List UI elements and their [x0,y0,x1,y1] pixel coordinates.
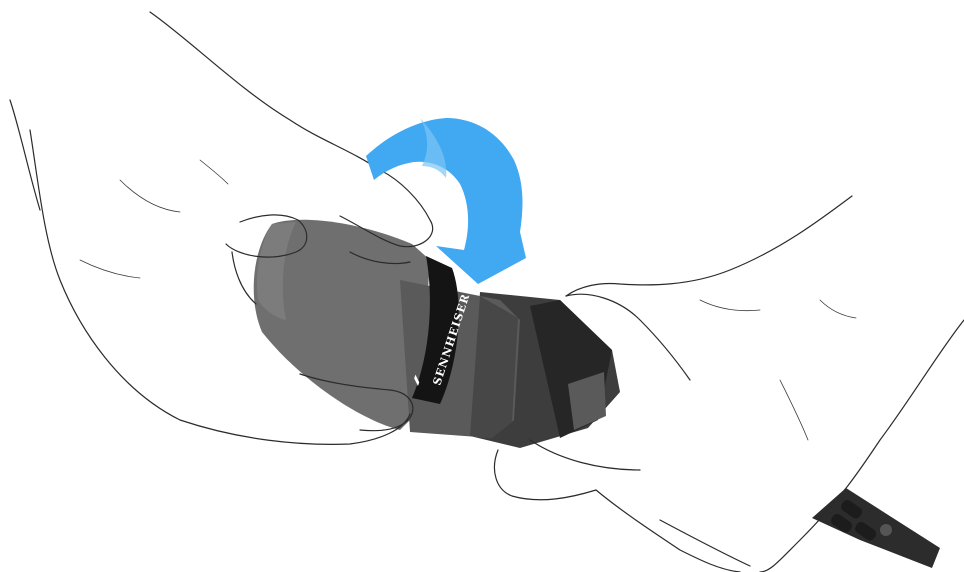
mic-handle-tail [812,488,940,568]
